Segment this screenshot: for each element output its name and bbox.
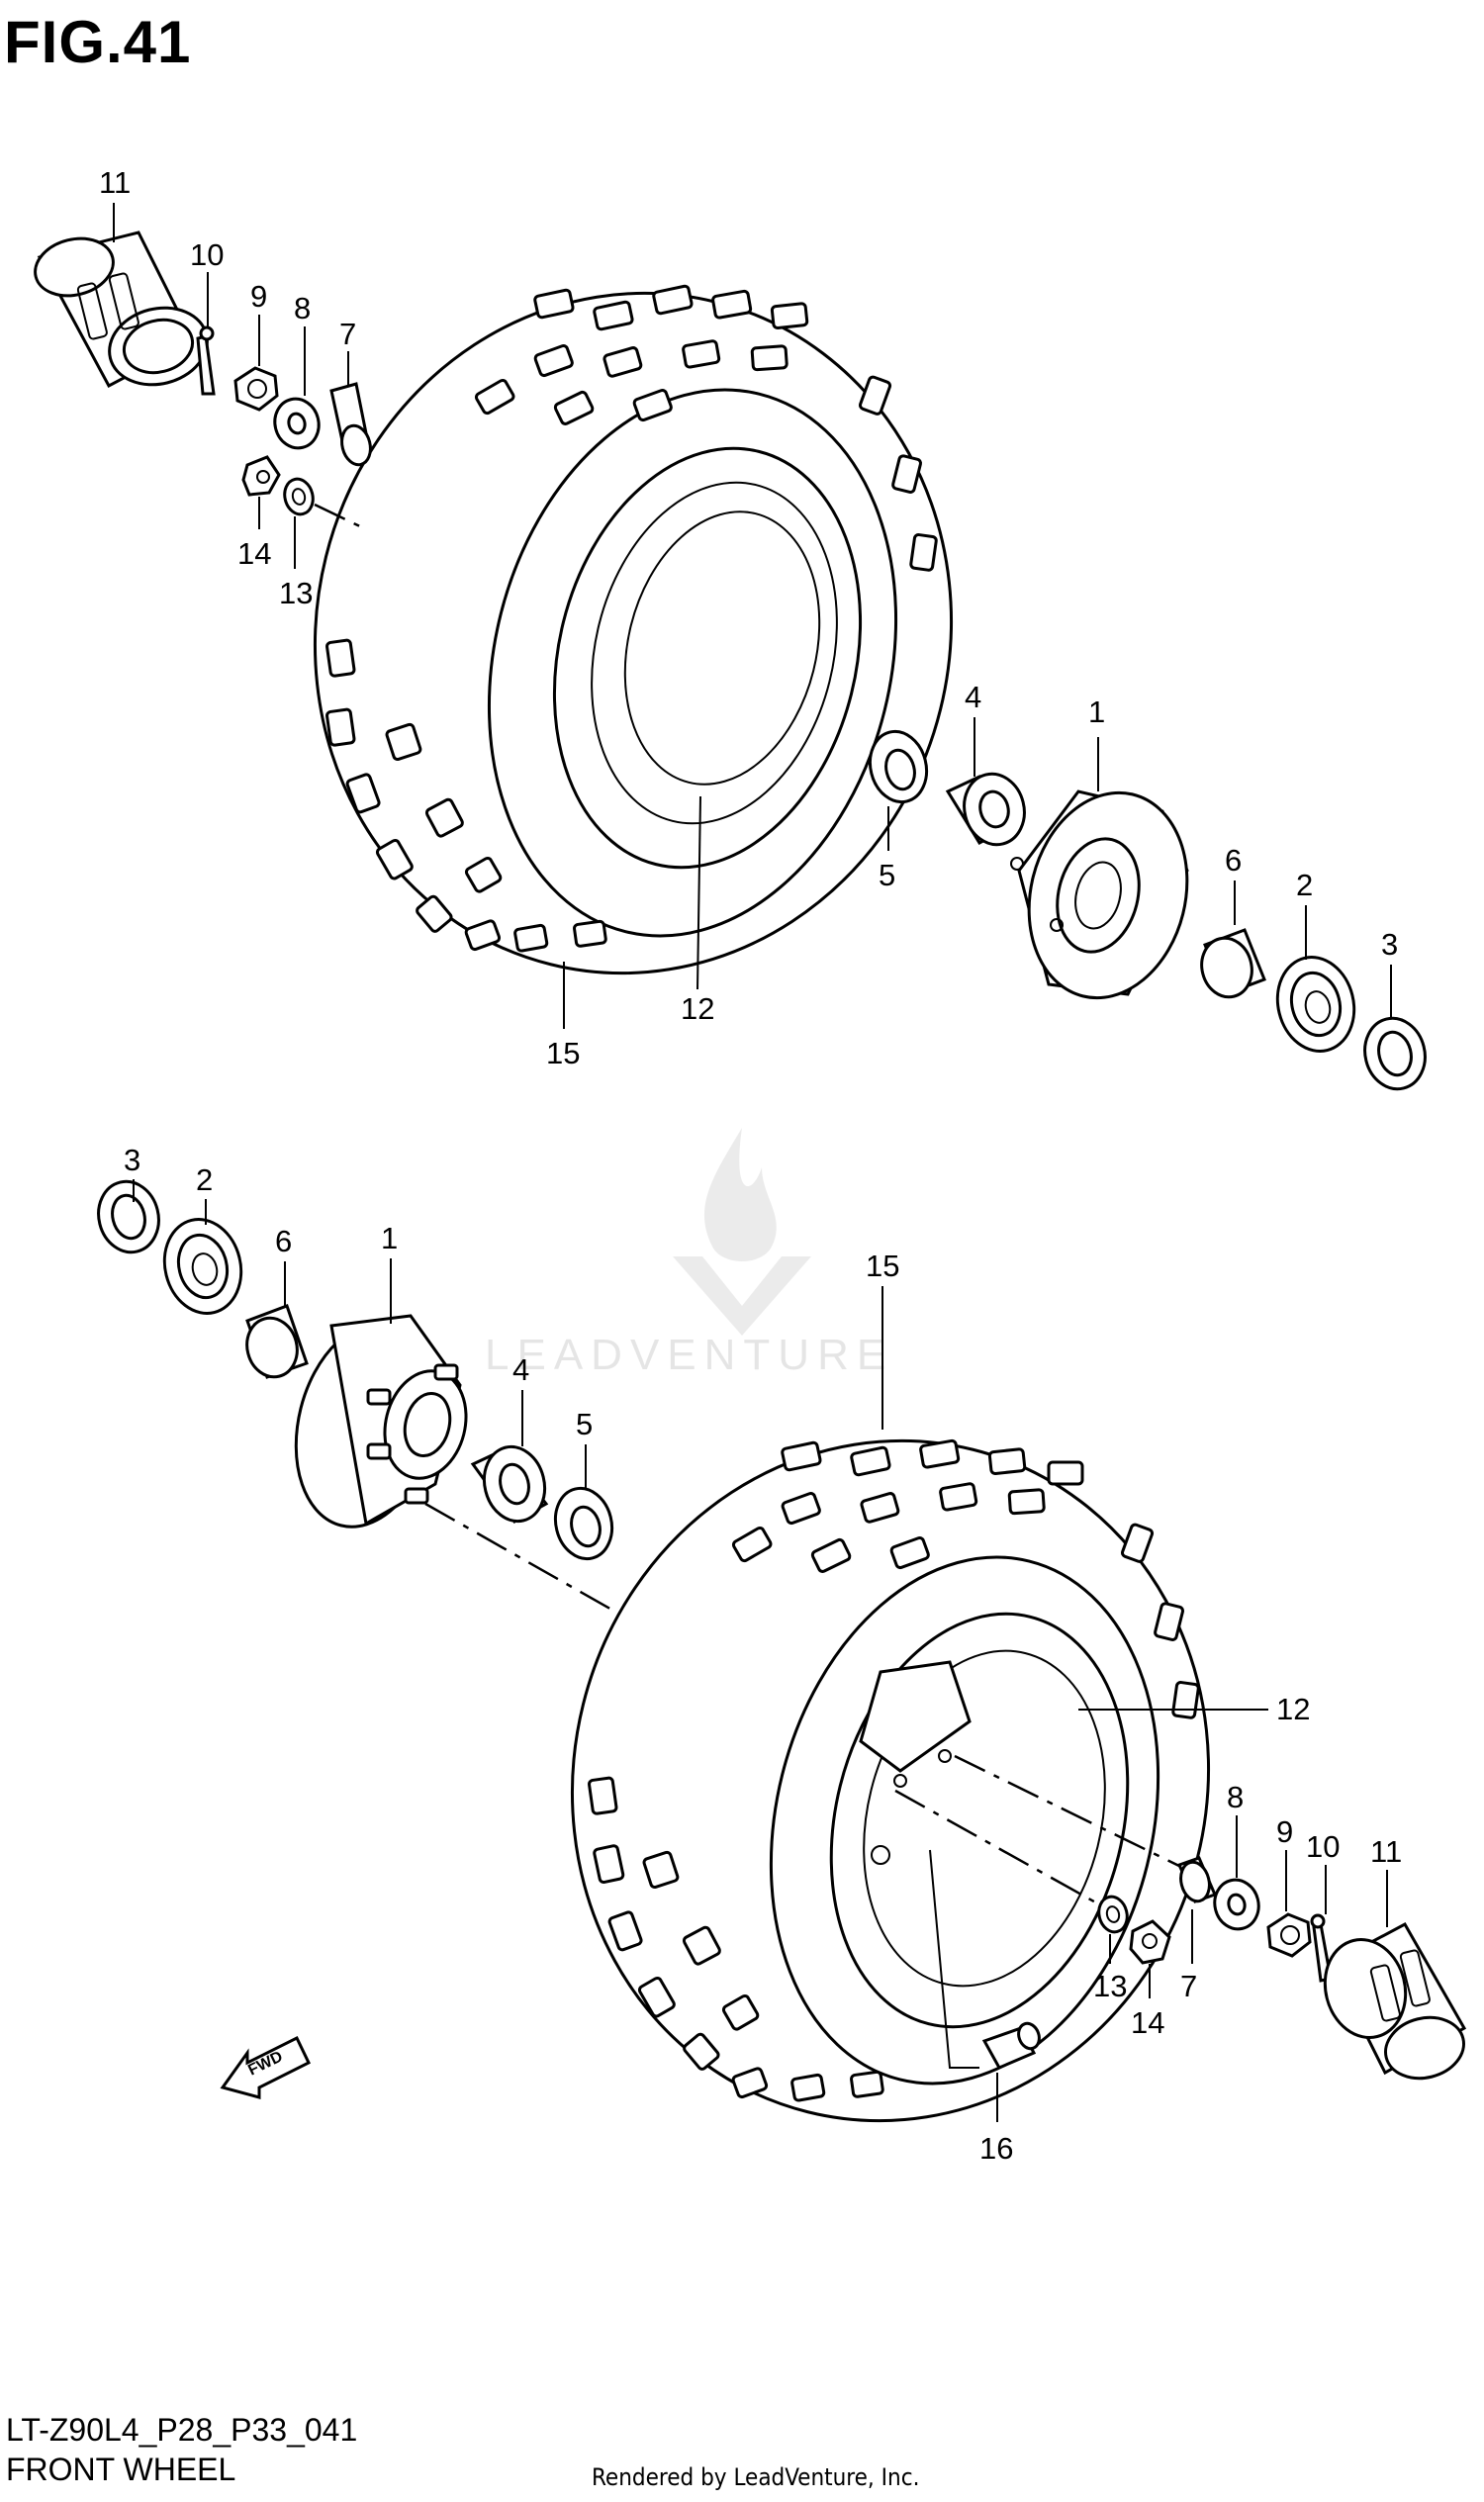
callout-16-lower: 16: [979, 2131, 1013, 2166]
lower-seal-5[interactable]: [548, 1482, 619, 1564]
callout-10-upper: 10: [190, 237, 224, 272]
leadventure-watermark: LEADVENTURE: [465, 1108, 1019, 1405]
callout-9-lower: 9: [1276, 1814, 1293, 1849]
lower-assembly: 3 2 6 1: [91, 1143, 1470, 2188]
callout-13-upper: 13: [279, 576, 313, 610]
lower-hub-1[interactable]: [276, 1308, 477, 1542]
fwd-arrow-icon: FWD: [220, 2035, 311, 2099]
lower-nut-14[interactable]: [1129, 1919, 1171, 1965]
lower-bearing-2[interactable]: [155, 1211, 251, 1322]
figure-name: FRONT WHEEL: [6, 2452, 236, 2487]
upper-nut-14[interactable]: [241, 455, 281, 497]
lower-spacer-6[interactable]: [240, 1304, 309, 1382]
callout-12-upper: 12: [681, 991, 714, 1026]
callout-12-lower: 12: [1276, 1692, 1310, 1726]
callout-11-upper: 11: [99, 165, 131, 200]
callout-10-lower: 10: [1306, 1829, 1340, 1864]
watermark-text: LEADVENTURE: [485, 1331, 894, 1379]
upper-washer-8[interactable]: [270, 394, 325, 452]
callout-7-lower: 7: [1180, 1969, 1197, 2003]
lower-cap-11[interactable]: [1315, 1921, 1470, 2086]
lower-spacer-7[interactable]: [1176, 1856, 1218, 1904]
callout-15-upper: 15: [546, 1036, 580, 1070]
lower-seal-3[interactable]: [91, 1175, 166, 1258]
callout-2-lower: 2: [196, 1162, 213, 1197]
callout-1-upper: 1: [1088, 695, 1105, 729]
upper-spacer-6[interactable]: [1195, 928, 1266, 1002]
upper-axle-line-left: [314, 503, 367, 531]
lower-bearing-4[interactable]: [470, 1440, 552, 1528]
leader-12-upper: [696, 795, 701, 990]
upper-bearing-2[interactable]: [1268, 949, 1364, 1060]
lower-axle-line-left: [424, 1502, 644, 1629]
upper-seal-5[interactable]: [863, 725, 934, 807]
callout-14-upper: 14: [237, 536, 271, 571]
callout-15-lower: 15: [866, 1249, 899, 1283]
upper-tire[interactable]: [243, 226, 1023, 1041]
callout-13-lower: 13: [1093, 1969, 1127, 2003]
upper-tire-tread: [325, 284, 938, 953]
lower-axle-line-right-2: [894, 1789, 1109, 1911]
callout-14-lower: 14: [1131, 2005, 1164, 2040]
lower-castle-nut-9[interactable]: [1266, 1912, 1312, 1958]
figure-code: LT-Z90L4_P28_P33_041: [6, 2412, 358, 2448]
callout-5-upper: 5: [879, 858, 895, 892]
lower-tire[interactable]: [501, 1373, 1280, 2188]
leadventure-flame-logo: [673, 1128, 811, 1336]
lower-washer-13[interactable]: [1095, 1894, 1131, 1935]
upper-assembly: 15 12 11 10 9: [29, 165, 1433, 1095]
callout-8-lower: 8: [1227, 1780, 1244, 1814]
lower-valve-16[interactable]: [929, 1849, 1043, 2070]
callout-4-lower: 4: [512, 1352, 529, 1387]
callout-1-lower: 1: [381, 1221, 398, 1255]
lower-axle-line-right: [954, 1754, 1188, 1872]
upper-castle-nut-9[interactable]: [233, 366, 279, 412]
upper-cotter-pin-10[interactable]: [196, 325, 216, 396]
callout-2-upper: 2: [1296, 868, 1313, 902]
callout-6-upper: 6: [1225, 843, 1242, 878]
callout-8-upper: 8: [294, 291, 311, 325]
upper-cap-11[interactable]: [29, 231, 215, 395]
upper-bearing-4[interactable]: [945, 768, 1032, 851]
upper-seal-3[interactable]: [1357, 1012, 1433, 1095]
callout-4-upper: 4: [965, 680, 981, 714]
callout-6-lower: 6: [275, 1224, 292, 1258]
callout-3-upper: 3: [1381, 927, 1398, 962]
callout-11-lower: 11: [1370, 1834, 1402, 1869]
figure-title: FIG.41: [4, 9, 192, 75]
callout-9-upper: 9: [250, 279, 267, 314]
callout-3-lower: 3: [124, 1143, 140, 1177]
lower-washer-8[interactable]: [1210, 1875, 1264, 1933]
upper-spacer-7[interactable]: [329, 382, 374, 468]
callout-5-lower: 5: [576, 1407, 593, 1441]
upper-hub-1[interactable]: [1008, 776, 1208, 1015]
rendered-by-credit: Rendered by LeadVenture, Inc.: [592, 2463, 920, 2491]
upper-washer-13[interactable]: [281, 476, 317, 517]
callout-7-upper: 7: [339, 317, 356, 351]
